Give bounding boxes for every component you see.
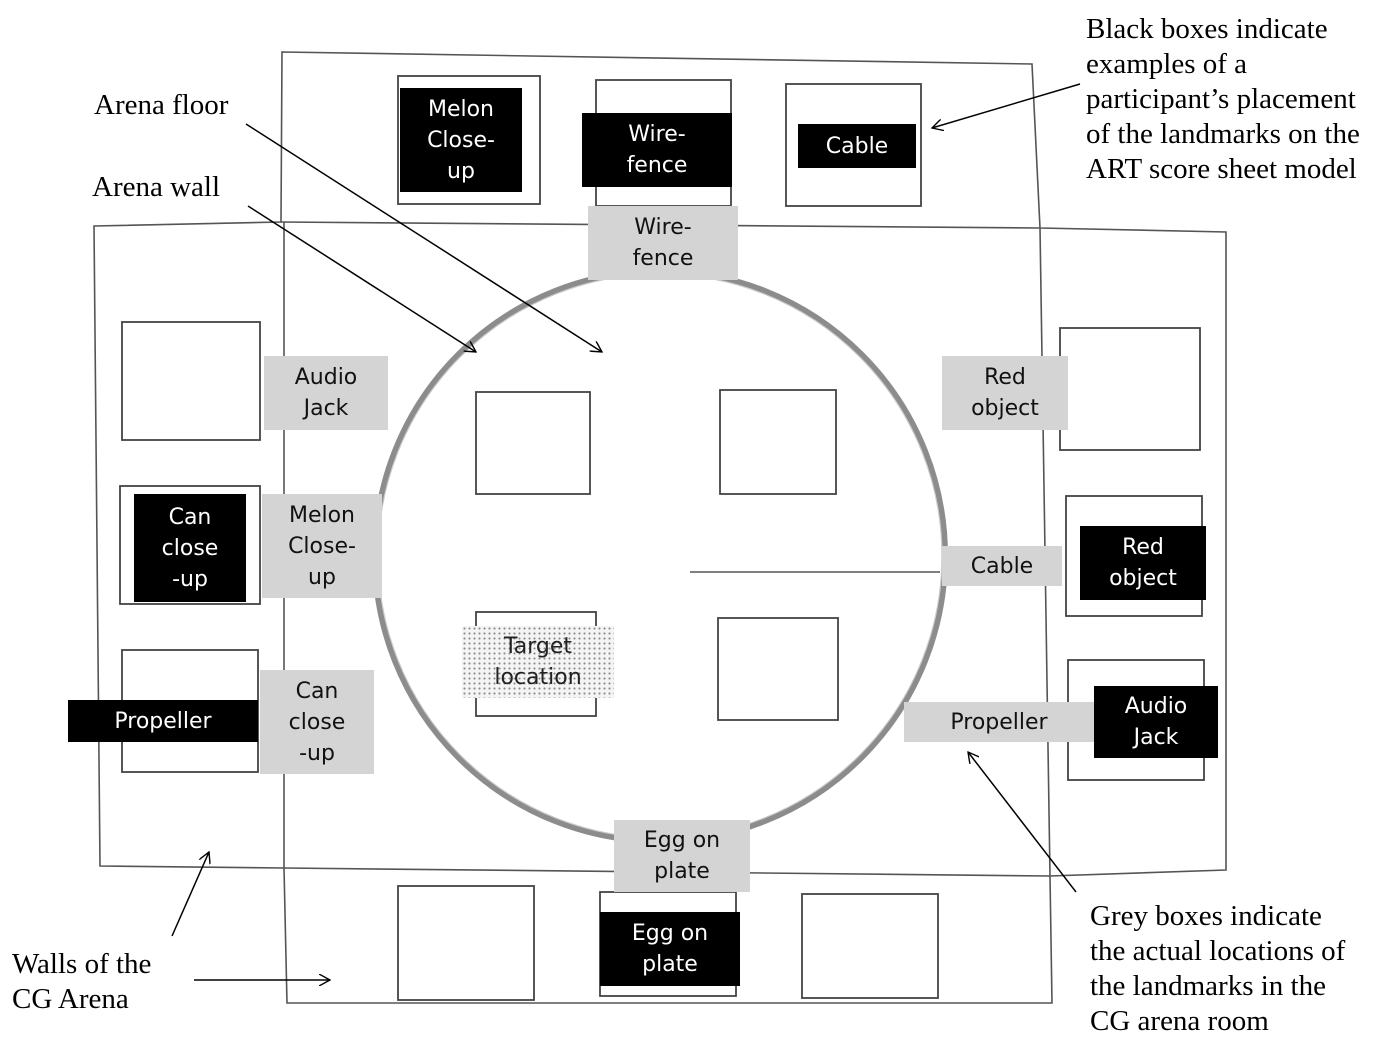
grey-boxes-note: Grey boxes indicate the actual locations… bbox=[1090, 900, 1346, 1037]
square-left-middle bbox=[119, 485, 261, 605]
black-label-wire-fence: Wire- fence bbox=[582, 113, 732, 187]
arrow-black-boxes-note bbox=[932, 83, 1081, 128]
square-top-left bbox=[397, 75, 541, 205]
black-label-audio-jack: Audio Jack bbox=[1094, 686, 1218, 758]
arena-wall-ring-inner bbox=[377, 273, 943, 839]
black-label-propeller: Propeller bbox=[68, 700, 258, 742]
black-label-egg-on-plate: Egg on plate bbox=[600, 912, 740, 986]
arrow-arena-wall bbox=[247, 205, 476, 352]
black-label-can-close-up: Can close -up bbox=[134, 494, 246, 602]
arrow-arena-floor bbox=[245, 123, 602, 352]
black-label-red-object: Red object bbox=[1080, 526, 1206, 600]
callout-arrows bbox=[171, 83, 1081, 980]
arrow-grey-boxes-note bbox=[968, 752, 1077, 893]
grey-label-egg-on-plate: Egg on plate bbox=[614, 820, 750, 892]
arrow-walls-up bbox=[171, 852, 209, 937]
target-location: Target location bbox=[462, 626, 614, 698]
square-left-upper bbox=[121, 321, 261, 441]
grey-label-cable: Cable bbox=[942, 546, 1062, 586]
square-inner-bottom-right bbox=[717, 617, 839, 721]
grey-label-propeller: Propeller bbox=[904, 702, 1094, 742]
grey-label-melon-close-up: Melon Close- up bbox=[262, 494, 382, 598]
arena-wall-label: Arena wall bbox=[92, 171, 221, 203]
square-bottom-right bbox=[801, 893, 939, 999]
grey-label-red-object: Red object bbox=[942, 356, 1068, 430]
square-inner-top-left bbox=[475, 391, 591, 495]
black-label-cable: Cable bbox=[798, 124, 916, 168]
square-right-upper bbox=[1059, 327, 1201, 451]
square-bottom-left bbox=[397, 885, 535, 1001]
square-inner-top-right bbox=[719, 389, 837, 495]
black-label-melon-close-up: Melon Close- up bbox=[400, 88, 522, 192]
walls-note: Walls of the CG Arena bbox=[12, 948, 152, 1015]
grey-label-can-close-up: Can close -up bbox=[260, 670, 374, 774]
grey-label-wire-fence: Wire- fence bbox=[588, 206, 738, 280]
landmark-squares bbox=[119, 75, 1205, 1001]
grey-label-audio-jack: Audio Jack bbox=[264, 356, 388, 430]
arena-floor-label: Arena floor bbox=[94, 89, 229, 121]
black-boxes-note: Black boxes indicate examples of a parti… bbox=[1086, 13, 1360, 185]
square-top-right bbox=[785, 83, 922, 207]
